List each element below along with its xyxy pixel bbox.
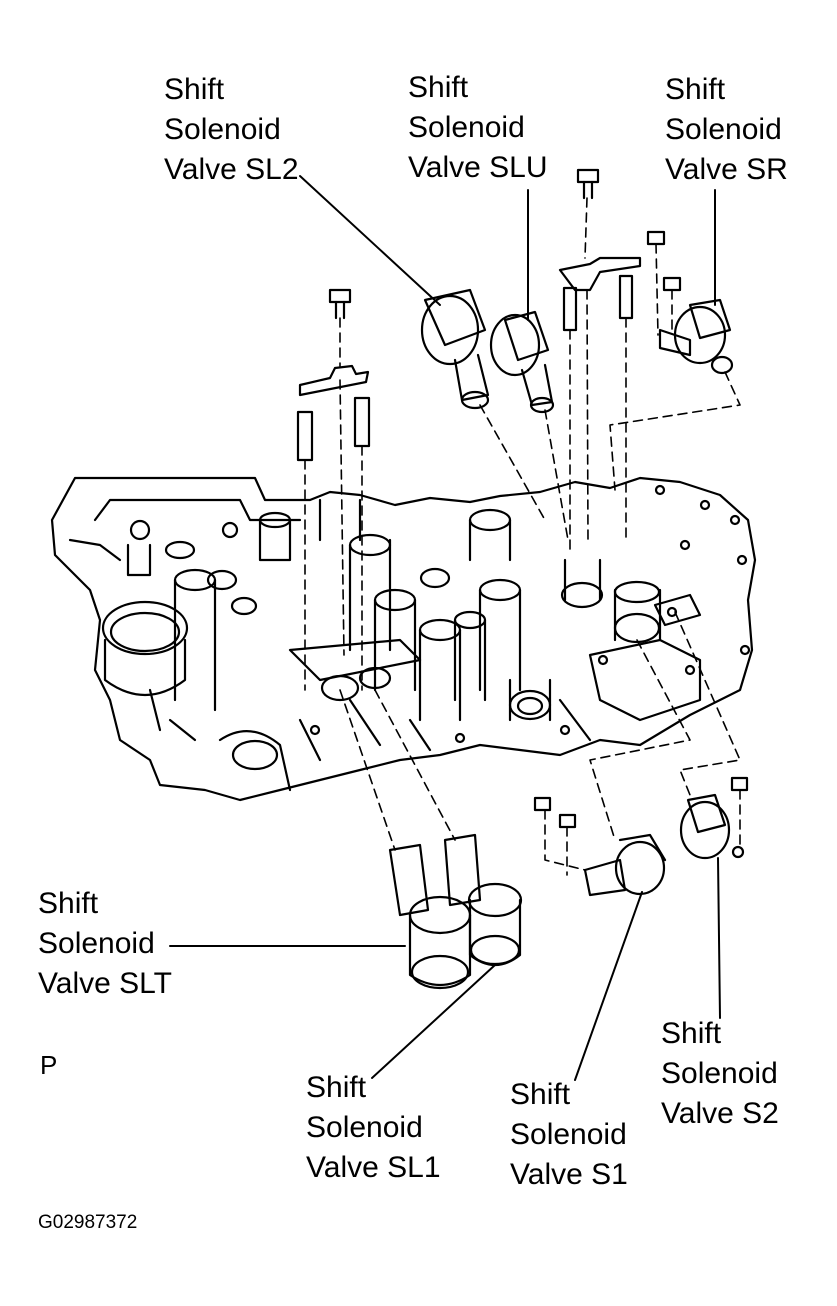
solenoid-sr <box>646 230 734 375</box>
label-line: Valve S2 <box>661 1097 779 1130</box>
left-bracket-assembly <box>296 288 371 462</box>
label-line: Solenoid <box>661 1057 778 1090</box>
label-line: Solenoid <box>38 927 155 960</box>
label-line: Shift <box>164 73 225 106</box>
label-line: Valve SLU <box>408 151 548 184</box>
label-line: Valve SL1 <box>306 1151 441 1184</box>
label-solenoid-s2: Shift Solenoid Valve S2 <box>661 1014 779 1134</box>
label-line: Shift <box>408 71 469 104</box>
label-solenoid-s1: Shift Solenoid Valve S1 <box>510 1075 628 1195</box>
label-line: Valve SL2 <box>164 153 299 186</box>
center-bracket-assembly <box>558 168 642 332</box>
label-line: Shift <box>38 887 99 920</box>
label-line: Shift <box>665 73 726 106</box>
label-line: Solenoid <box>665 113 782 146</box>
solenoid-slt-sl1 <box>388 833 523 990</box>
label-line: Shift <box>661 1017 722 1050</box>
figure-code: G02987372 <box>38 1212 138 1233</box>
solenoid-s1 <box>533 796 667 897</box>
alignment-lines <box>304 197 741 876</box>
label-solenoid-slu: Shift Solenoid Valve SLU <box>408 68 548 188</box>
label-solenoid-sl2: Shift Solenoid Valve SL2 <box>164 70 299 190</box>
solenoid-s2 <box>679 776 749 860</box>
label-line: Solenoid <box>164 113 281 146</box>
label-line: Shift <box>306 1071 367 1104</box>
label-solenoid-slt: Shift Solenoid Valve SLT <box>38 884 172 1004</box>
label-line: Valve S1 <box>510 1158 628 1191</box>
label-line: Solenoid <box>408 111 525 144</box>
leader-lines <box>169 175 721 1081</box>
label-solenoid-sl1: Shift Solenoid Valve SL1 <box>306 1068 441 1188</box>
label-line: Valve SR <box>665 153 788 186</box>
label-line: Valve SLT <box>38 967 172 1000</box>
label-line: Solenoid <box>306 1111 423 1144</box>
label-line: Solenoid <box>510 1118 627 1151</box>
solenoid-slu <box>489 310 555 414</box>
solenoid-sl2 <box>420 288 490 410</box>
valve-body <box>50 476 757 802</box>
marker-p: P <box>40 1050 58 1080</box>
label-line: Shift <box>510 1078 571 1111</box>
label-solenoid-sr: Shift Solenoid Valve SR <box>665 70 788 190</box>
